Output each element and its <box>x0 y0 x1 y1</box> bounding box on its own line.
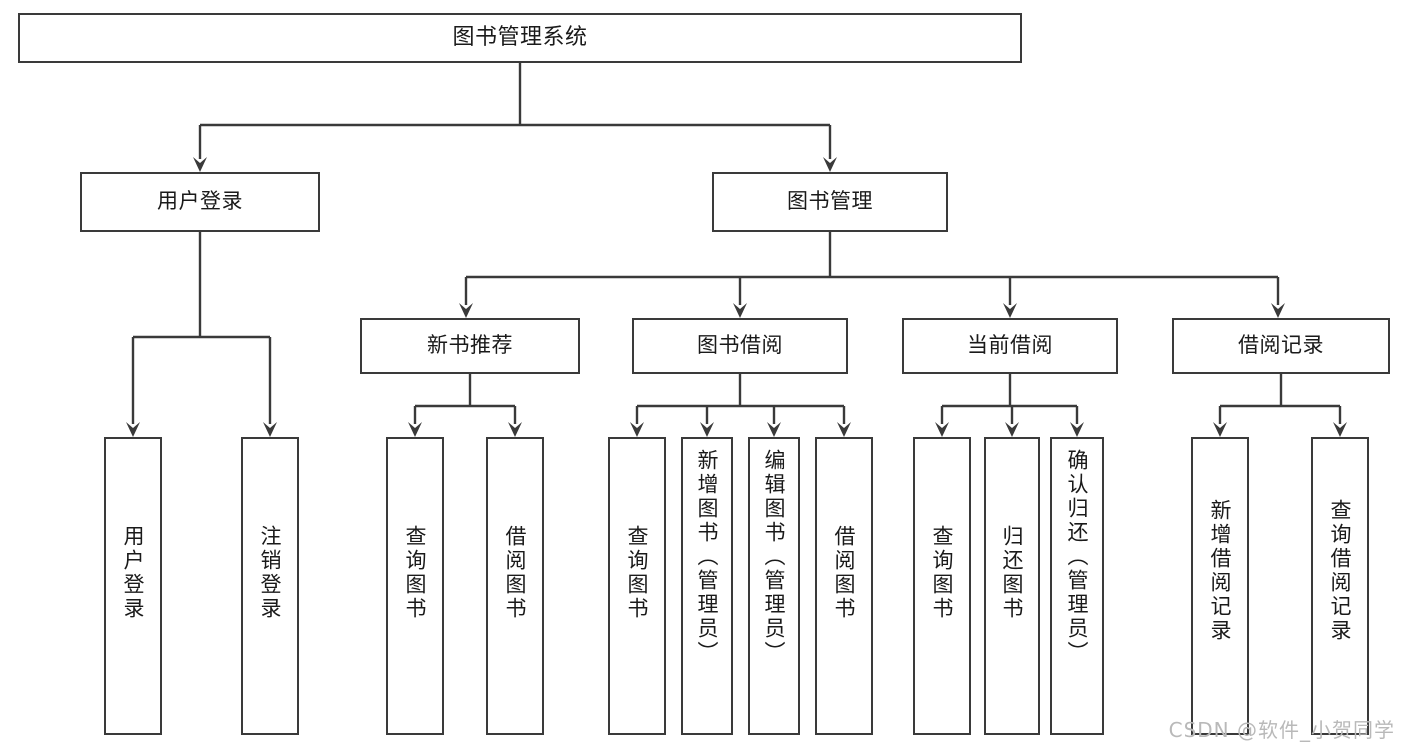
node-borrow-record-label: 借阅记录 <box>1238 333 1324 358</box>
node-leaf-add-book-admin-label: 新增图书（管理员） <box>695 449 720 665</box>
node-leaf-query-borrow-record-label: 查询借阅记录 <box>1328 499 1353 643</box>
node-leaf-edit-book-admin-label: 编辑图书（管理员） <box>762 449 787 665</box>
node-leaf-query-book-2[interactable]: 查询图书 <box>608 437 666 735</box>
node-leaf-query-book-1[interactable]: 查询图书 <box>386 437 444 735</box>
node-current-borrow-label: 当前借阅 <box>967 333 1053 358</box>
node-book-manage-label: 图书管理 <box>787 189 873 214</box>
node-root-label: 图书管理系统 <box>452 24 588 50</box>
node-leaf-logout-login-label: 注销登录 <box>258 525 283 621</box>
node-leaf-query-book-3-label: 查询图书 <box>930 525 955 621</box>
node-leaf-add-book-admin[interactable]: 新增图书（管理员） <box>681 437 733 735</box>
node-leaf-add-borrow-record[interactable]: 新增借阅记录 <box>1191 437 1249 735</box>
node-leaf-confirm-return-admin-label: 确认归还（管理员） <box>1065 449 1090 665</box>
node-root[interactable]: 图书管理系统 <box>18 13 1022 63</box>
node-current-borrow[interactable]: 当前借阅 <box>902 318 1118 374</box>
node-leaf-borrow-book-2-label: 借阅图书 <box>832 525 857 621</box>
node-leaf-return-book[interactable]: 归还图书 <box>984 437 1040 735</box>
node-leaf-borrow-book-1[interactable]: 借阅图书 <box>486 437 544 735</box>
node-leaf-user-login-label: 用户登录 <box>121 525 146 621</box>
node-book-manage[interactable]: 图书管理 <box>712 172 948 232</box>
node-leaf-logout-login[interactable]: 注销登录 <box>241 437 299 735</box>
node-leaf-borrow-book-1-label: 借阅图书 <box>503 525 528 621</box>
node-new-book-recommend-label: 新书推荐 <box>427 333 513 358</box>
watermark: CSDN @软件_小贺同学 <box>1168 718 1395 742</box>
node-leaf-add-borrow-record-label: 新增借阅记录 <box>1208 499 1233 643</box>
node-new-book-recommend[interactable]: 新书推荐 <box>360 318 580 374</box>
node-book-borrow[interactable]: 图书借阅 <box>632 318 848 374</box>
node-leaf-borrow-book-2[interactable]: 借阅图书 <box>815 437 873 735</box>
node-leaf-query-book-2-label: 查询图书 <box>625 525 650 621</box>
node-leaf-query-book-1-label: 查询图书 <box>403 525 428 621</box>
node-leaf-edit-book-admin[interactable]: 编辑图书（管理员） <box>748 437 800 735</box>
node-leaf-confirm-return-admin[interactable]: 确认归还（管理员） <box>1050 437 1104 735</box>
node-user-login[interactable]: 用户登录 <box>80 172 320 232</box>
node-book-borrow-label: 图书借阅 <box>697 333 783 358</box>
node-leaf-query-borrow-record[interactable]: 查询借阅记录 <box>1311 437 1369 735</box>
node-leaf-user-login[interactable]: 用户登录 <box>104 437 162 735</box>
node-user-login-label: 用户登录 <box>157 189 243 214</box>
node-borrow-record[interactable]: 借阅记录 <box>1172 318 1390 374</box>
node-leaf-return-book-label: 归还图书 <box>1000 525 1025 621</box>
node-leaf-query-book-3[interactable]: 查询图书 <box>913 437 971 735</box>
